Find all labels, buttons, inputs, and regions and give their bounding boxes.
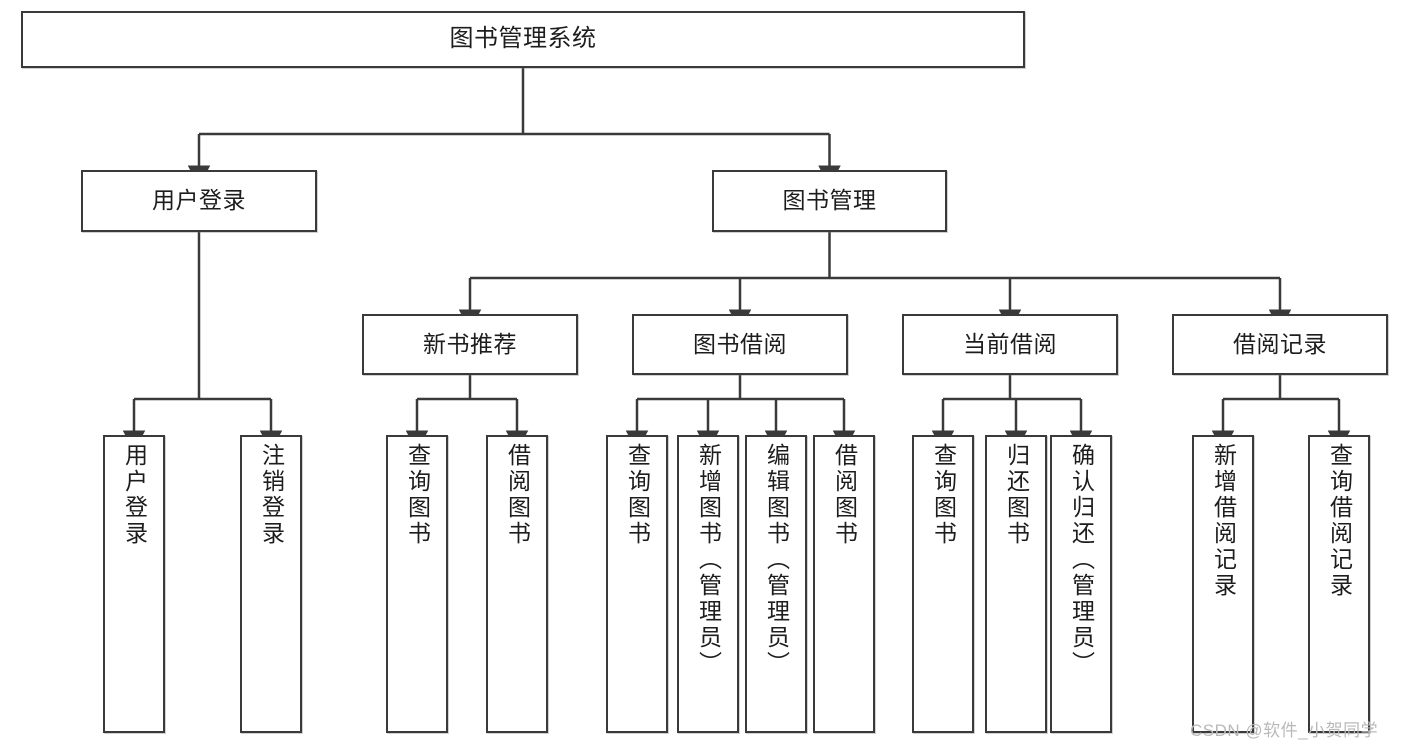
node-label: 用户登录	[152, 187, 246, 214]
node-leaf-logout[interactable]: 注销登录	[240, 435, 302, 733]
node-user-login[interactable]: 用户登录	[81, 170, 317, 232]
node-leaf-cb-return[interactable]: 归还图书	[985, 435, 1047, 733]
node-current-borrow[interactable]: 当前借阅	[902, 314, 1118, 375]
node-root[interactable]: 图书管理系统	[21, 11, 1025, 68]
node-label: 借阅图书	[831, 443, 858, 547]
node-label: 编辑图书（管理员）	[763, 443, 790, 677]
node-book-manage[interactable]: 图书管理	[712, 170, 947, 232]
node-leaf-bb-borrow[interactable]: 借阅图书	[813, 435, 875, 733]
node-label: 新增借阅记录	[1210, 443, 1237, 599]
node-leaf-cb-confirm[interactable]: 确认归还（管理员）	[1050, 435, 1112, 733]
node-label: 用户登录	[121, 443, 148, 547]
watermark-text: CSDN @软件_小贺同学	[1190, 721, 1379, 740]
node-leaf-bb-edit[interactable]: 编辑图书（管理员）	[745, 435, 807, 733]
node-leaf-rec-query[interactable]: 查询图书	[386, 435, 448, 733]
node-label: 注销登录	[258, 443, 285, 547]
node-leaf-bb-add[interactable]: 新增图书（管理员）	[677, 435, 739, 733]
node-label: 当前借阅	[963, 330, 1057, 357]
node-leaf-user-login[interactable]: 用户登录	[103, 435, 165, 733]
node-leaf-bb-query[interactable]: 查询图书	[606, 435, 668, 733]
node-label: 查询图书	[624, 443, 651, 547]
node-label: 查询图书	[930, 443, 957, 547]
node-label: 确认归还（管理员）	[1068, 443, 1095, 677]
node-leaf-cb-query[interactable]: 查询图书	[912, 435, 974, 733]
node-leaf-br-query[interactable]: 查询借阅记录	[1308, 435, 1370, 733]
node-book-borrow[interactable]: 图书借阅	[632, 314, 848, 375]
node-new-book-rec[interactable]: 新书推荐	[362, 314, 578, 375]
node-leaf-br-add[interactable]: 新增借阅记录	[1192, 435, 1254, 733]
node-label: 新书推荐	[423, 330, 517, 357]
node-label: 新增图书（管理员）	[695, 443, 722, 677]
node-borrow-record[interactable]: 借阅记录	[1172, 314, 1388, 375]
edge-group	[122, 68, 1351, 452]
node-leaf-rec-borrow[interactable]: 借阅图书	[486, 435, 548, 733]
node-label: 查询借阅记录	[1326, 443, 1353, 599]
node-label: 借阅记录	[1233, 330, 1327, 357]
node-label: 图书借阅	[693, 330, 787, 357]
node-label: 归还图书	[1003, 443, 1030, 547]
node-label: 查询图书	[404, 443, 431, 547]
node-label: 图书管理	[782, 187, 877, 214]
node-label: 图书管理系统	[449, 25, 597, 53]
node-label: 借阅图书	[504, 443, 531, 547]
